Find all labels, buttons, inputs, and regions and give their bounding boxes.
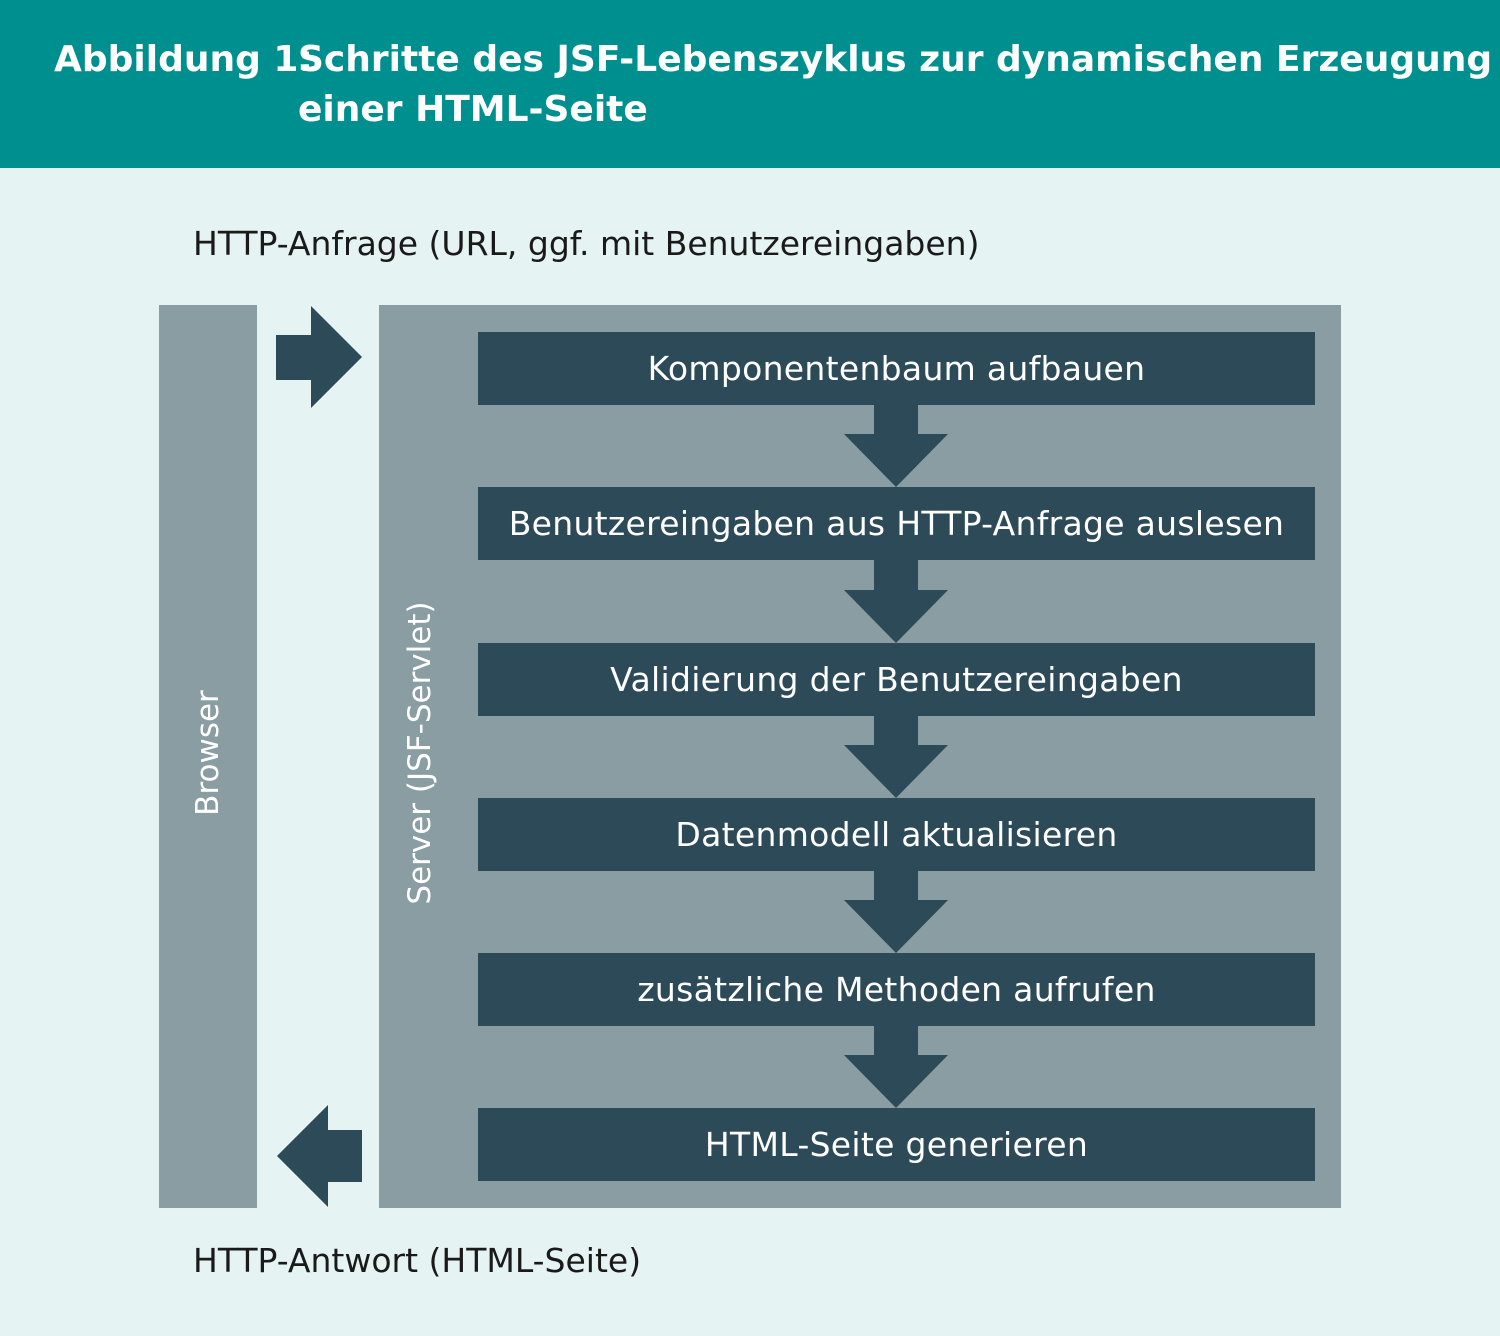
figure-title-line-1: Schritte des JSF-Lebenszyklus zur dynami…: [298, 39, 1493, 80]
figure-header: Abbildung 1: Schritte des JSF-Lebenszykl…: [0, 0, 1500, 168]
figure-title-line-2: einer HTML-Seite: [298, 89, 648, 130]
http-request-label: HTTP-Anfrage (URL, ggf. mit Benutzereing…: [193, 224, 980, 263]
browser-label: Browser: [190, 690, 226, 816]
step-render-html: HTML-Seite generieren: [478, 1108, 1315, 1181]
figure-number: Abbildung 1:: [54, 39, 313, 80]
browser-column: [159, 305, 257, 1208]
server-label: Server (JSF-Servlet): [402, 601, 438, 905]
server-panel: [379, 305, 1341, 1208]
request-arrow-icon: [276, 306, 362, 408]
response-arrow-icon: [277, 1105, 362, 1207]
step-build-component-tree: Komponentenbaum aufbauen: [478, 332, 1315, 405]
step-invoke-methods: zusätzliche Methoden aufrufen: [478, 953, 1315, 1026]
http-response-label: HTTP-Antwort (HTML-Seite): [193, 1241, 642, 1280]
step-validate-input: Validierung der Benutzereingaben: [478, 643, 1315, 716]
step-update-model: Datenmodell aktualisieren: [478, 798, 1315, 871]
step-read-user-input: Benutzereingaben aus HTTP-Anfrage ausles…: [478, 487, 1315, 560]
